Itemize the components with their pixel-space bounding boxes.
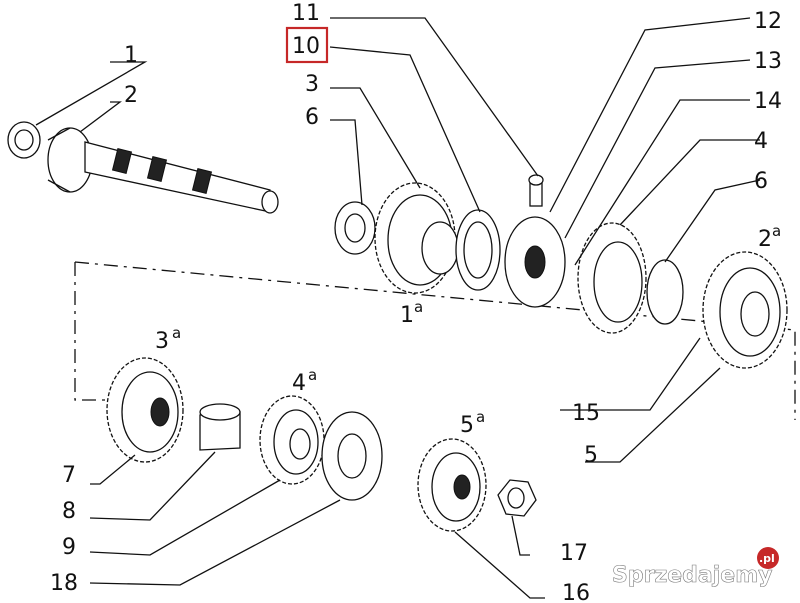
label-8: 8 [62,499,76,524]
watermark-suffix: .pl [759,552,775,565]
dashed-frame [74,261,796,420]
label-2: 2 [124,83,138,108]
label-16: 16 [562,581,590,603]
label-10: 10 [292,34,320,59]
label-12: 12 [754,9,782,34]
label-6-top: 6 [305,105,319,130]
gear-mark-5-sup: a [476,408,485,426]
label-3: 3 [305,72,319,97]
label-7: 7 [62,463,76,488]
gear-mark-5: 5 [460,413,474,438]
label-5: 5 [584,443,598,468]
upper-gear-cluster [334,174,788,369]
label-17: 17 [560,541,588,566]
label-4: 4 [754,129,768,154]
gear-mark-3: 3 [155,329,169,354]
gear-mark-1-sup: a [414,298,423,316]
label-18: 18 [50,571,78,596]
label-6-right: 6 [754,169,768,194]
highlight-box [285,26,329,64]
part-labels: 1 2 11 10 3 6 12 13 14 4 6 15 5 7 8 9 18… [50,1,782,603]
label-13: 13 [754,49,782,74]
gear-mark-2: 2 [758,227,772,252]
watermark-text: Sprzedajemy [612,563,773,588]
gear-mark-3-sup: a [172,324,181,342]
gear-mark-4: 4 [292,371,306,396]
input-shaft [7,121,279,214]
watermark: Sprzedajemy .pl [612,547,779,588]
lower-gears [106,357,537,532]
gear-mark-4-sup: a [308,366,317,384]
label-11: 11 [292,1,320,26]
leader-lines [35,17,761,599]
label-14: 14 [754,89,782,114]
label-15: 15 [572,401,600,426]
label-1: 1 [124,43,138,68]
gear-mark-1: 1 [400,303,414,328]
gear-marks: 1 a 2 a 3 a 4 a 5 a [155,222,781,438]
gear-mark-2-sup: a [772,222,781,240]
watermark-dot-icon [757,547,779,569]
label-9: 9 [62,535,76,560]
